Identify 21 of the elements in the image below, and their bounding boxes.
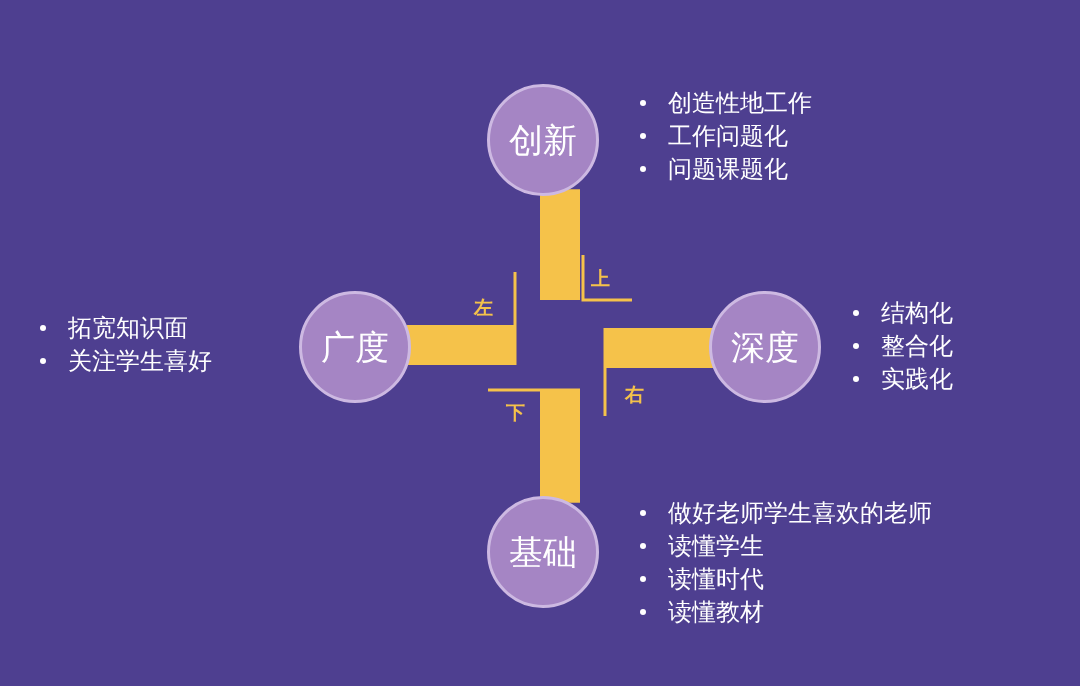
bullet-text: 问题课题化 [668, 156, 788, 181]
bullet-text: 关注学生喜好 [68, 348, 212, 373]
bullet-text: 工作问题化 [668, 123, 788, 148]
bullet-text: 读懂教材 [668, 599, 764, 624]
bullet-text: 创造性地工作 [668, 90, 812, 115]
direction-label: 左 [473, 297, 493, 317]
topic-title: 基础 [509, 535, 577, 569]
bullet-text: 整合化 [881, 333, 953, 358]
direction-label: 上 [590, 268, 610, 288]
connector-bar [540, 390, 580, 503]
bullet-text: 读懂学生 [668, 533, 764, 558]
topic-title: 广度 [321, 330, 389, 364]
topic-title: 创新 [509, 123, 577, 157]
direction-label: 右 [624, 384, 644, 404]
topic-title: 深度 [731, 330, 799, 364]
bullet-text: 读懂时代 [668, 566, 764, 591]
bullet-text: 拓宽知识面 [68, 315, 188, 340]
bullet-text: 实践化 [881, 366, 953, 391]
direction-label: 下 [505, 402, 525, 422]
bullet-text: 做好老师学生喜欢的老师 [668, 500, 932, 525]
bullet-text: 结构化 [881, 300, 953, 325]
